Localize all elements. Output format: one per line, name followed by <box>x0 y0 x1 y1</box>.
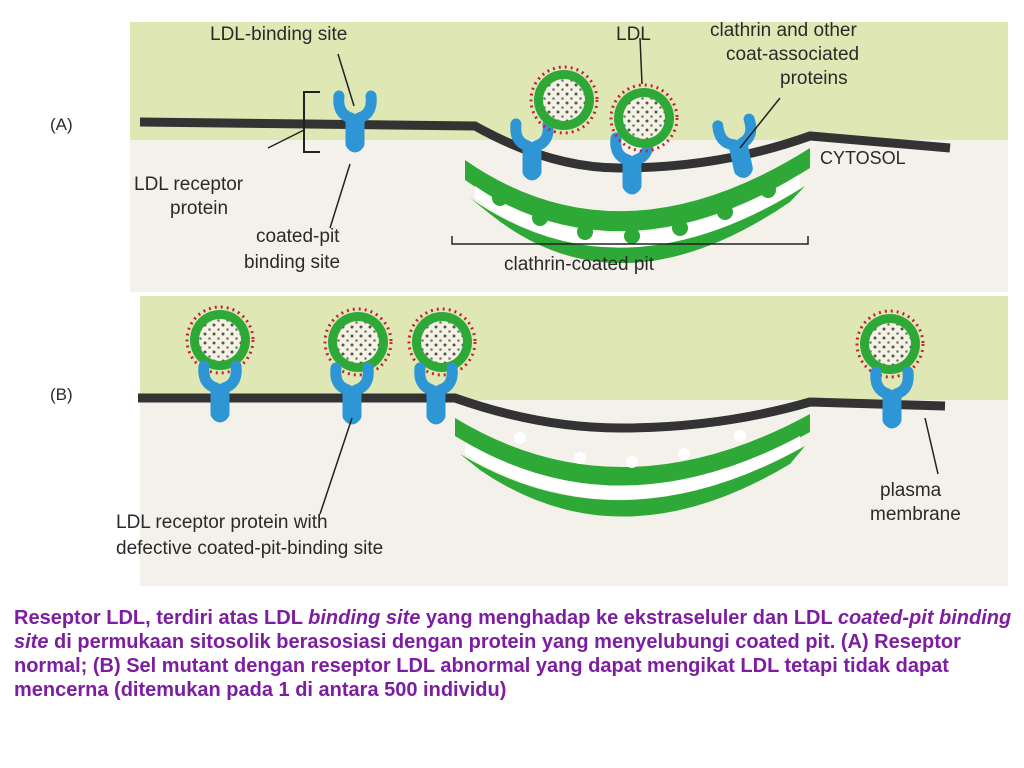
label-ldl: LDL <box>616 24 651 45</box>
receptor-bracket <box>303 91 320 153</box>
label-defective-2: defective coated-pit-binding site <box>116 538 383 559</box>
label-defective-1: LDL receptor protein with <box>116 512 328 533</box>
panel-a: (A) LDL-binding site LDL clathrin and ot… <box>50 20 1008 292</box>
caption-emphasis-binding-site: binding site <box>308 607 421 629</box>
label-clathrin-2: coat-associated <box>726 44 859 65</box>
label-plasma-2: membrane <box>870 504 961 525</box>
label-clathrin-coated-pit: clathrin-coated pit <box>504 254 655 275</box>
label-clathrin-3: proteins <box>780 68 848 89</box>
panel-b: (B) plasma membrane LDL receptor protein… <box>50 296 1008 586</box>
caption-part-2: yang menghadap ke ekstraseluler dan LDL <box>420 607 838 629</box>
label-clathrin-1: clathrin and other <box>710 20 857 41</box>
label-coated-pit-2: binding site <box>244 252 340 273</box>
label-receptor-1: LDL receptor <box>134 174 244 195</box>
plasma-membrane-b <box>138 393 946 433</box>
label-plasma-1: plasma <box>880 480 942 501</box>
clathrin-coat-b <box>455 414 810 517</box>
plasma-membrane-a <box>139 117 951 173</box>
pointer-lines-a <box>267 37 809 245</box>
panel-a-tag: (A) <box>50 115 73 134</box>
label-coated-pit-1: coated-pit <box>256 226 340 247</box>
panel-b-tag: (B) <box>50 385 73 404</box>
caption-part-3: di permukaan sitosolik berasosiasi denga… <box>14 631 961 701</box>
label-receptor-2: protein <box>170 198 228 219</box>
caption-part-1: Reseptor LDL, terdiri atas LDL <box>14 607 309 629</box>
label-ldl-binding-site: LDL-binding site <box>210 24 347 45</box>
pointer-lines-b <box>319 417 939 515</box>
figure-caption: Reseptor LDL, terdiri atas LDL binding s… <box>14 606 1014 702</box>
caption-emphasis-coated-pit: coated-pit binding site <box>14 607 1012 653</box>
label-cytosol: CYTOSOL <box>820 148 906 168</box>
ldl-receptor-diagram: (A) LDL-binding site LDL clathrin and ot… <box>50 20 1008 586</box>
